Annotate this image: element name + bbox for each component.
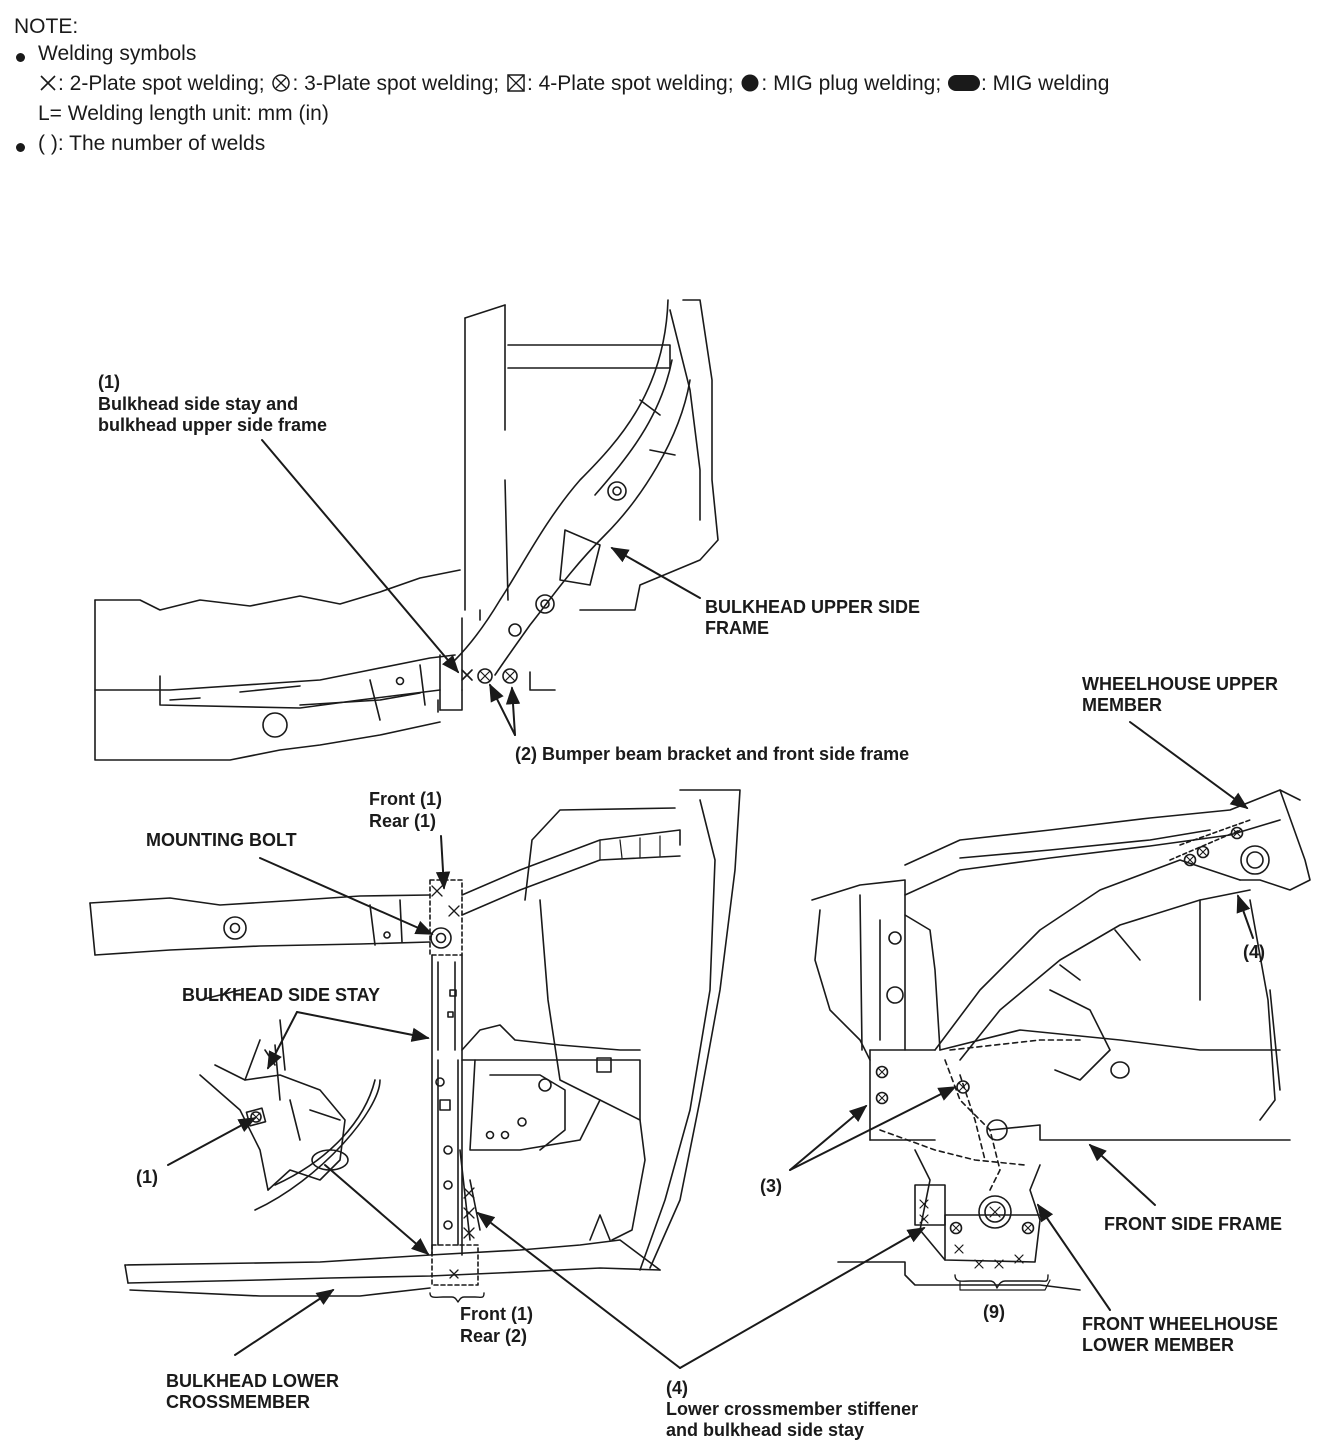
callout-4-bottom-line2: and bulkhead side stay [666, 1420, 865, 1440]
bulkhead-side-stay-label: BULKHEAD SIDE STAY [182, 985, 381, 1005]
mounting-bolt-label: MOUNTING BOLT [146, 830, 297, 850]
bulkhead-upper-side-frame-label-2: FRAME [705, 618, 769, 638]
x-icon [40, 75, 56, 91]
rear-weld-count-top: Rear (1) [369, 811, 437, 831]
welds-count-note: ( ): The number of welds [38, 132, 266, 155]
bullet-icon [16, 53, 25, 62]
callout-9-label: (9) [983, 1302, 1005, 1322]
front-weld-count-top: Front (1) [369, 789, 442, 809]
legend-mig-plug: : MIG plug welding; [761, 72, 942, 95]
square-x-icon [507, 74, 525, 92]
callout-1-left-label: (1) [136, 1167, 158, 1187]
wheelhouse-upper-member-label-2: MEMBER [1082, 695, 1162, 715]
bulkhead-side-stay-drawing [89, 789, 741, 1297]
leader-lines [167, 439, 1254, 1369]
legend-mig: : MIG welding [981, 72, 1110, 95]
callout-4-right-label: (4) [1243, 942, 1265, 962]
front-wheelhouse-lower-member-label-1: FRONT WHEELHOUSE [1082, 1314, 1278, 1334]
welding-symbol-legend: : 2-Plate spot welding; : 3-Plate spot w… [38, 69, 1109, 99]
bulkhead-lower-crossmember-label-2: CROSSMEMBER [166, 1392, 311, 1412]
legend-2plate: : 2-Plate spot welding; [58, 72, 265, 95]
front-side-frame-label: FRONT SIDE FRAME [1104, 1214, 1282, 1234]
top-assembly-drawing [94, 299, 719, 761]
legend-3plate: : 3-Plate spot welding; [292, 72, 500, 95]
front-side-frame-drawing [811, 789, 1311, 1291]
bulkhead-lower-crossmember-label-1: BULKHEAD LOWER [166, 1371, 339, 1391]
note-heading: NOTE: [14, 15, 79, 38]
front-weld-count-bottom: Front (1) [460, 1304, 533, 1324]
callout-3-label: (3) [760, 1176, 782, 1196]
front-wheelhouse-lower-member-label-2: LOWER MEMBER [1082, 1335, 1234, 1355]
rear-weld-count-bottom: Rear (2) [460, 1326, 528, 1346]
callout-1-top-line1: Bulkhead side stay and [98, 394, 299, 414]
bulkhead-upper-side-frame-label-1: BULKHEAD UPPER SIDE [705, 597, 921, 617]
bullet-icon [16, 143, 25, 152]
callout-1-top-number: (1) [98, 372, 120, 392]
circle-x-icon [272, 74, 291, 92]
filled-oval-icon [948, 75, 981, 91]
brace-marks [429, 1274, 1049, 1303]
length-unit-note: L= Welding length unit: mm (in) [38, 102, 329, 125]
welding-symbols-title: Welding symbols [38, 42, 197, 65]
callout-1-top-line2: bulkhead upper side frame [98, 415, 328, 435]
callout-4-bottom-number: (4) [666, 1378, 688, 1398]
legend-4plate: : 4-Plate spot welding; [526, 72, 734, 95]
wheelhouse-upper-member-label-1: WHEELHOUSE UPPER [1082, 674, 1279, 694]
callout-2-label: (2) Bumper beam bracket and front side f… [515, 744, 910, 764]
filled-dot-icon [741, 74, 759, 92]
callout-4-bottom-line1: Lower crossmember stiffener [666, 1399, 919, 1419]
